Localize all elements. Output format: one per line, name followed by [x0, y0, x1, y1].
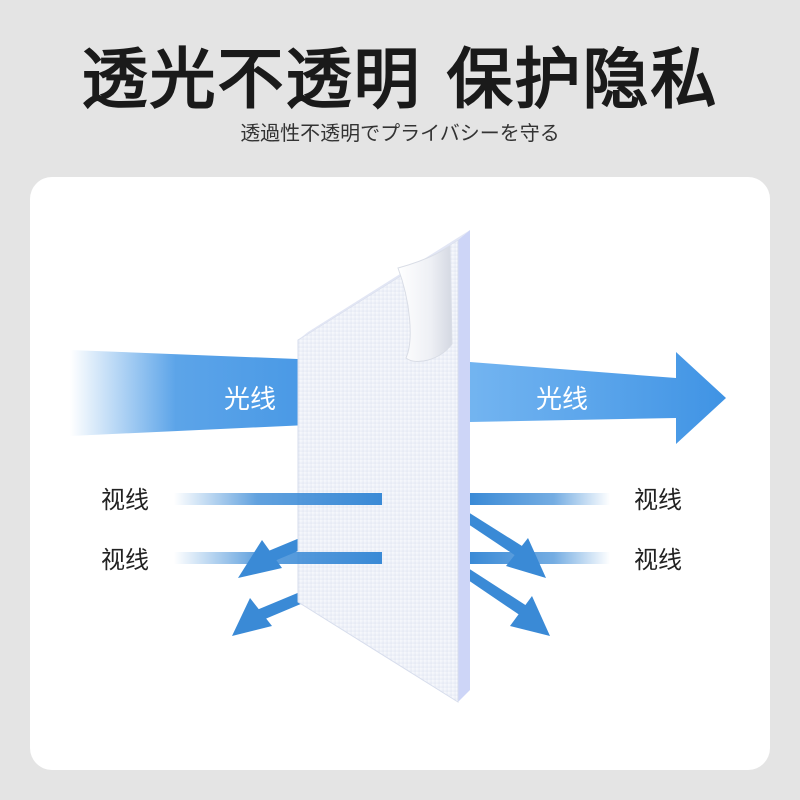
- light-beam-left: [70, 350, 372, 436]
- sight-line-left-2: [174, 552, 382, 564]
- light-label-left: 光线: [224, 385, 276, 415]
- sight-label-left-2: 视线: [101, 546, 149, 574]
- light-arrow-right: [470, 352, 726, 444]
- deflected-sight-arrows-right: [468, 512, 550, 636]
- page-subtitle: 透過性不透明でプライバシーを守る: [240, 121, 560, 145]
- film-back-edge: [458, 230, 470, 702]
- film-peel-corner: [397, 245, 453, 362]
- page-title: 透光不透明 保护隐私: [81, 41, 719, 118]
- sight-label-left-1: 视线: [101, 486, 149, 514]
- sight-label-right-1: 视线: [634, 486, 682, 514]
- sight-line-left-1: [174, 493, 382, 505]
- light-label-right: 光线: [536, 385, 588, 415]
- sight-line-right-2: [470, 552, 610, 564]
- sight-label-right-2: 视线: [634, 546, 682, 574]
- sight-line-right-1: [470, 493, 610, 505]
